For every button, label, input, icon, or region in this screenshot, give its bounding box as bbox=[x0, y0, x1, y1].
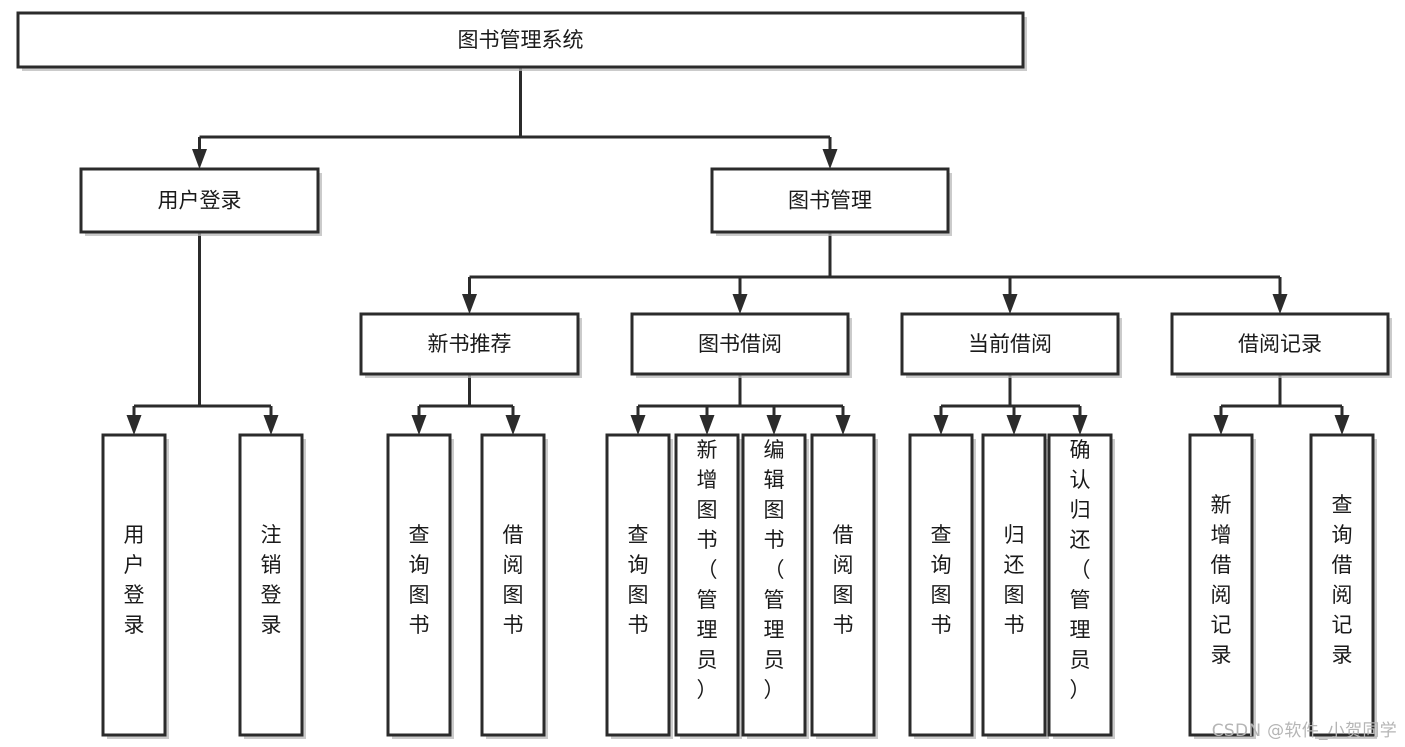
arrow-head-icon bbox=[1334, 415, 1350, 435]
node-box[interactable] bbox=[741, 433, 807, 737]
node-label: 确认归还（管理员） bbox=[1070, 438, 1091, 702]
arrow-head-icon bbox=[630, 415, 646, 435]
node-box[interactable] bbox=[908, 433, 974, 737]
node-label: 查询图书 bbox=[931, 523, 952, 637]
arrow-head-icon bbox=[462, 294, 477, 314]
nodes-layer: 图书管理系统用户登录图书管理新书推荐图书借阅当前借阅借阅记录用户登录注销登录查询… bbox=[16, 11, 1392, 739]
node-leaf_4[interactable]: 查询图书 bbox=[605, 433, 673, 739]
node-label: 借阅图书 bbox=[503, 523, 524, 637]
node-label: 图书管理系统 bbox=[458, 28, 584, 52]
watermark-label: CSDN @软件_小贺同学 bbox=[1211, 721, 1397, 741]
node-box[interactable] bbox=[605, 433, 671, 737]
node-label: 新增借阅记录 bbox=[1211, 493, 1232, 667]
node-box[interactable] bbox=[79, 167, 320, 234]
node-l3_0[interactable]: 新书推荐 bbox=[359, 312, 582, 378]
node-box[interactable] bbox=[480, 433, 546, 737]
node-leaf_8[interactable]: 查询图书 bbox=[908, 433, 976, 739]
arrow-head-icon bbox=[505, 415, 521, 435]
node-l2_1[interactable]: 图书管理 bbox=[710, 167, 952, 236]
node-box[interactable] bbox=[386, 433, 452, 737]
node-label: 编辑图书（管理员） bbox=[764, 438, 785, 702]
node-label: 查询图书 bbox=[409, 523, 430, 637]
node-l3_1[interactable]: 图书借阅 bbox=[630, 312, 852, 378]
edges-layer bbox=[126, 67, 1350, 435]
node-leaf_3[interactable]: 借阅图书 bbox=[480, 433, 548, 739]
arrow-head-icon bbox=[766, 415, 782, 435]
node-leaf_9[interactable]: 归还图书 bbox=[981, 433, 1049, 739]
node-box[interactable] bbox=[810, 433, 876, 737]
node-label: 图书借阅 bbox=[698, 332, 782, 356]
arrow-head-icon bbox=[933, 415, 949, 435]
node-leaf_11[interactable]: 新增借阅记录 bbox=[1188, 433, 1256, 739]
node-leaf_5[interactable]: 新增图书（管理员） bbox=[674, 433, 742, 739]
arrow-head-icon bbox=[1006, 415, 1022, 435]
node-label: 用户登录 bbox=[158, 189, 242, 213]
node-box[interactable] bbox=[101, 433, 167, 737]
arrow-head-icon bbox=[192, 149, 207, 169]
node-label: 新增图书（管理员） bbox=[697, 438, 718, 702]
arrow-head-icon bbox=[835, 415, 851, 435]
node-box[interactable] bbox=[710, 167, 950, 234]
node-box[interactable] bbox=[900, 312, 1120, 376]
node-root[interactable]: 图书管理系统 bbox=[16, 11, 1027, 71]
node-box[interactable] bbox=[16, 11, 1025, 69]
node-leaf_2[interactable]: 查询图书 bbox=[386, 433, 454, 739]
node-leaf_12[interactable]: 查询借阅记录 bbox=[1309, 433, 1377, 739]
node-box[interactable] bbox=[981, 433, 1047, 737]
node-box[interactable] bbox=[359, 312, 580, 376]
arrow-head-icon bbox=[1072, 415, 1088, 435]
node-label: 用户登录 bbox=[124, 523, 145, 637]
node-label: 查询借阅记录 bbox=[1332, 493, 1353, 667]
node-leaf_0[interactable]: 用户登录 bbox=[101, 433, 169, 739]
node-box[interactable] bbox=[238, 433, 304, 737]
node-label: 新书推荐 bbox=[428, 332, 512, 356]
node-l3_3[interactable]: 借阅记录 bbox=[1170, 312, 1392, 378]
arrow-head-icon bbox=[263, 415, 279, 435]
node-box[interactable] bbox=[1188, 433, 1254, 737]
node-label: 注销登录 bbox=[261, 523, 282, 637]
node-box[interactable] bbox=[630, 312, 850, 376]
node-label: 当前借阅 bbox=[968, 332, 1052, 356]
node-label: 归还图书 bbox=[1004, 523, 1025, 637]
arrow-head-icon bbox=[411, 415, 427, 435]
node-box[interactable] bbox=[1047, 433, 1113, 737]
node-label: 查询图书 bbox=[628, 523, 649, 637]
node-box[interactable] bbox=[674, 433, 740, 737]
arrow-head-icon bbox=[732, 294, 748, 314]
node-leaf_10[interactable]: 确认归还（管理员） bbox=[1047, 433, 1115, 739]
node-label: 图书管理 bbox=[788, 189, 872, 213]
node-label: 借阅记录 bbox=[1238, 332, 1322, 356]
node-leaf_1[interactable]: 注销登录 bbox=[238, 433, 306, 739]
node-box[interactable] bbox=[1309, 433, 1375, 737]
arrow-head-icon bbox=[1272, 294, 1288, 314]
node-leaf_6[interactable]: 编辑图书（管理员） bbox=[741, 433, 809, 739]
node-l2_0[interactable]: 用户登录 bbox=[79, 167, 322, 236]
arrow-head-icon bbox=[1002, 294, 1018, 314]
arrow-head-icon bbox=[699, 415, 715, 435]
node-l3_2[interactable]: 当前借阅 bbox=[900, 312, 1122, 378]
node-box[interactable] bbox=[1170, 312, 1390, 376]
arrow-head-icon bbox=[822, 149, 838, 169]
arrow-head-icon bbox=[1213, 415, 1229, 435]
node-leaf_7[interactable]: 借阅图书 bbox=[810, 433, 878, 739]
arrow-head-icon bbox=[126, 415, 142, 435]
node-label: 借阅图书 bbox=[833, 523, 854, 637]
